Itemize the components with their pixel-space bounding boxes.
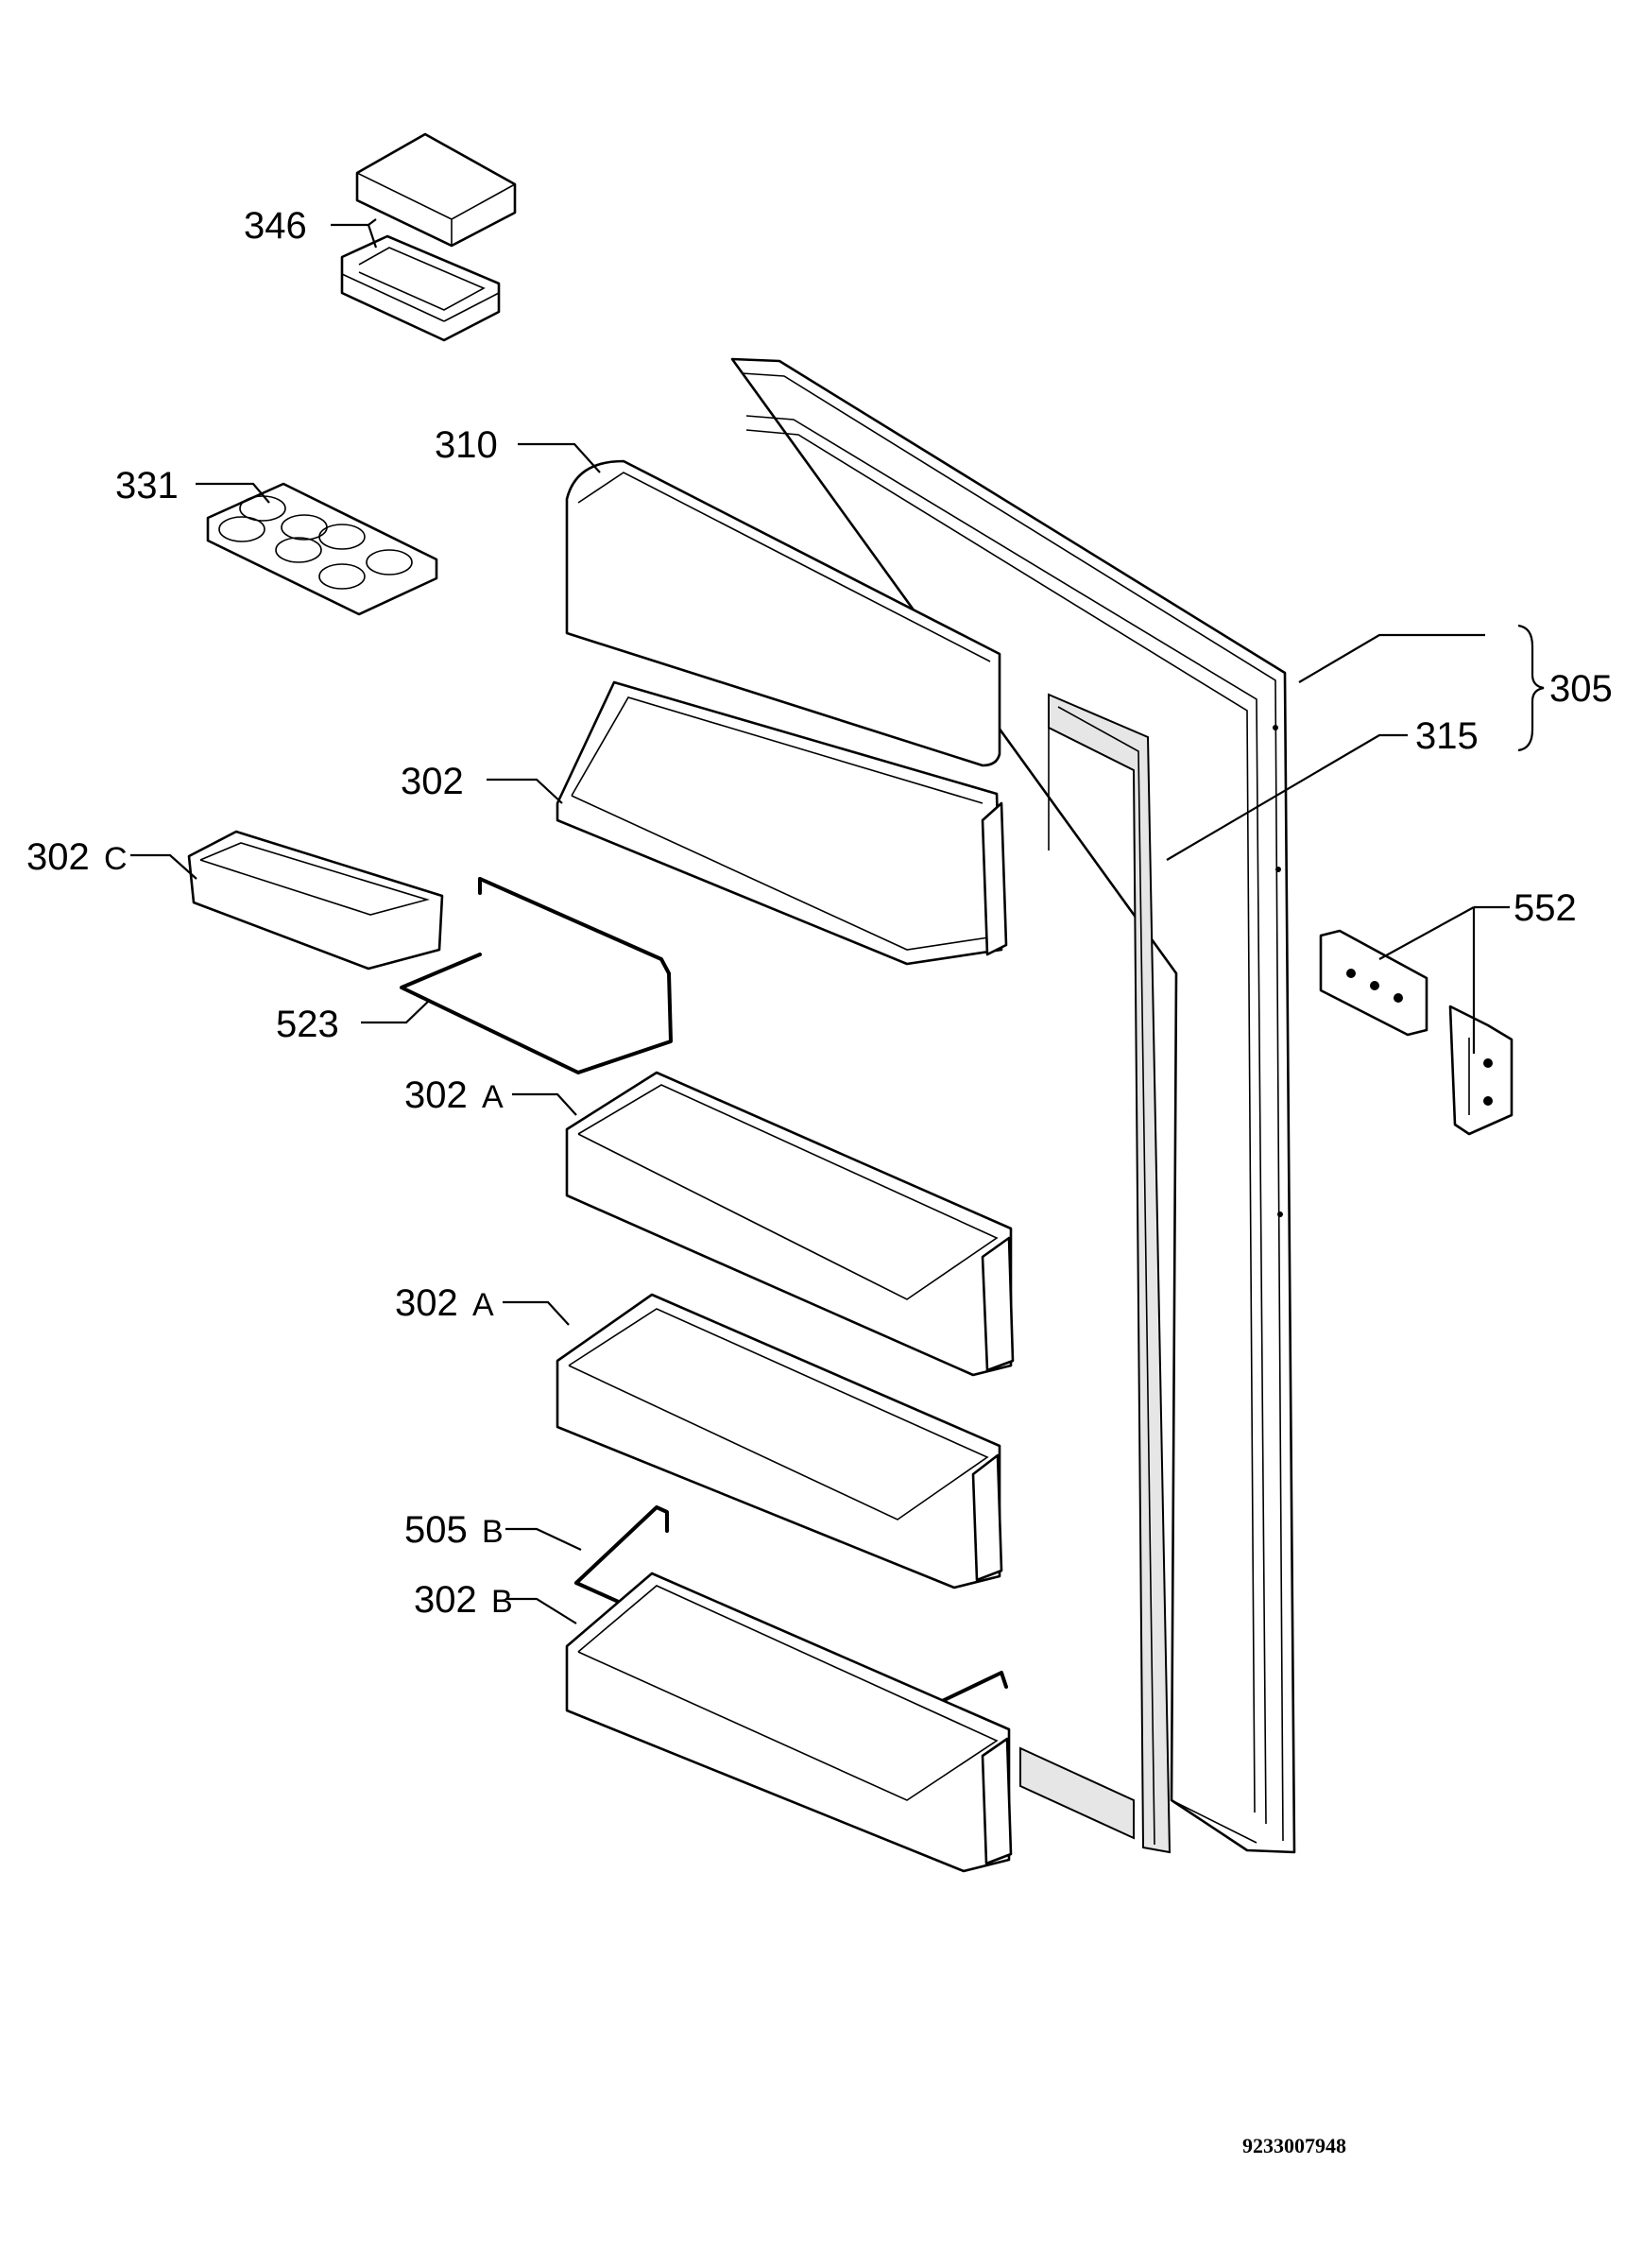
leader-lines <box>130 218 1510 1624</box>
door-shelf-302 <box>556 680 1008 966</box>
door-shelf-302a-lower <box>556 1293 1003 1589</box>
callout-346: 346 <box>244 205 307 247</box>
dairy-compartment-cover <box>565 459 1001 767</box>
callout-331: 331 <box>115 465 179 507</box>
callout-302b-suffix: B <box>491 1584 513 1620</box>
callout-523: 523 <box>276 1004 339 1045</box>
document-number: 9233007948 <box>1242 2134 1346 2157</box>
group-brace <box>1517 624 1545 752</box>
callout-505b: 505 <box>404 1509 468 1551</box>
bottle-retainer-523 <box>400 877 673 1074</box>
callout-302c: 302 <box>26 836 90 878</box>
callout-315: 315 <box>1415 715 1479 757</box>
callout-302c-suffix: C <box>104 841 128 877</box>
callout-302: 302 <box>401 761 464 802</box>
butter-compartment <box>340 132 517 342</box>
callout-305: 305 <box>1549 668 1613 710</box>
callout-302a-lower: 302 <box>395 1282 458 1324</box>
door-frame <box>730 357 1296 1854</box>
callout-302a-lower-suffix: A <box>472 1287 494 1323</box>
callout-302a-upper-suffix: A <box>482 1079 504 1115</box>
egg-tray <box>206 482 438 616</box>
callout-labels: 346 331 310 302 302 C 523 302 A 302 A 50… <box>26 205 1613 1621</box>
callout-505b-suffix: B <box>482 1514 504 1550</box>
callout-552: 552 <box>1514 887 1577 929</box>
hinge-parts-552 <box>1319 929 1514 1136</box>
callout-302a-upper: 302 <box>404 1074 468 1116</box>
door-shelf-302a-upper <box>565 1071 1015 1377</box>
door-shelf-302b <box>565 1572 1013 1873</box>
door-gasket <box>1019 693 1172 1854</box>
door-shelf-302c <box>187 830 444 971</box>
callout-310: 310 <box>435 424 498 466</box>
callout-302b: 302 <box>414 1579 477 1621</box>
